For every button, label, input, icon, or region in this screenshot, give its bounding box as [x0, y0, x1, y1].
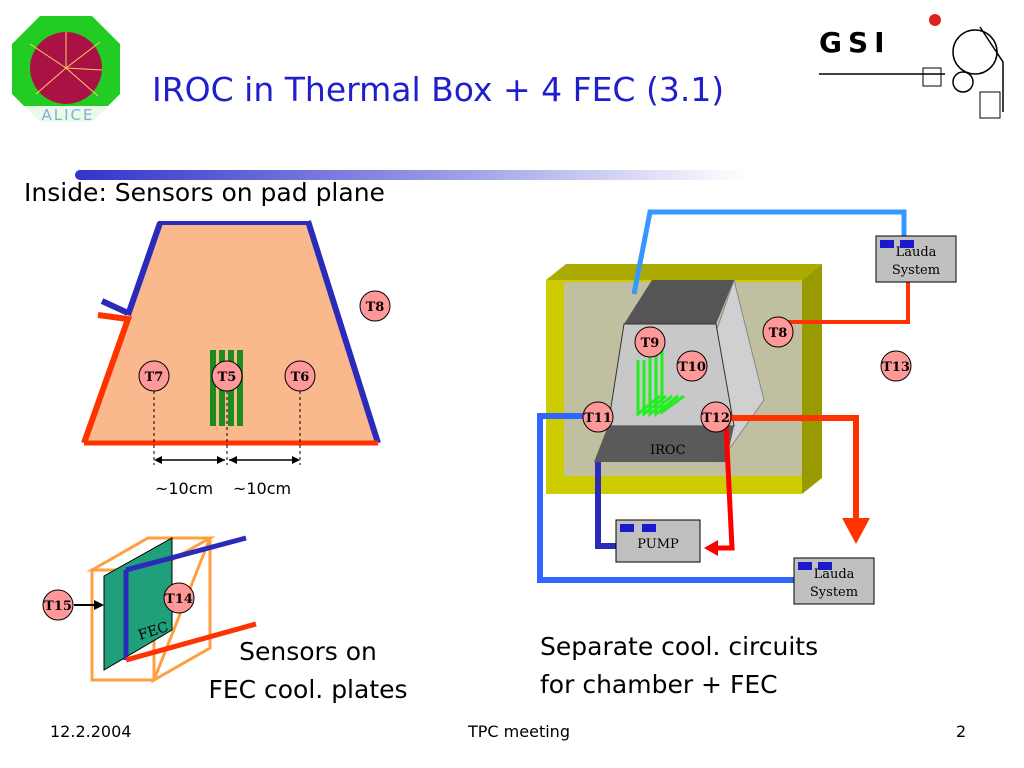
sensor-t12: T12: [700, 401, 732, 433]
fec-caption-line-1: Sensors on: [239, 637, 377, 666]
svg-text:System: System: [892, 263, 940, 278]
fec-pipe-red: [125, 621, 257, 663]
cooling-pipe-blue: [100, 298, 130, 316]
svg-text:System: System: [810, 585, 858, 600]
slide-title: IROC in Thermal Box + 4 FEC (3.1): [152, 70, 725, 109]
svg-text:T14: T14: [165, 592, 193, 607]
dimension-right: ~10cm: [233, 479, 291, 498]
svg-text:T8: T8: [366, 300, 385, 315]
sensor-t15: T15: [42, 589, 74, 621]
sensor-t13: T13: [880, 350, 912, 382]
pad-plane-edge-left: [125, 222, 163, 316]
alice-logo-text: ALICE: [42, 106, 95, 124]
red-pump-line: [716, 425, 735, 551]
pump-box: PUMP: [615, 519, 701, 563]
svg-text:T6: T6: [291, 370, 310, 385]
fec-diagram: FEC T15 T14: [42, 535, 257, 684]
gsi-logo-text: GSI: [819, 26, 891, 59]
sensor-t14: T14: [163, 582, 195, 614]
svg-text:T12: T12: [702, 411, 730, 426]
sensor-t8-box: T8: [762, 316, 794, 348]
chamber-top: [624, 280, 734, 324]
lauda-system-top: Lauda System: [875, 235, 957, 283]
svg-text:T9: T9: [641, 336, 660, 351]
thermal-box-caption-line-2: for chamber + FEC: [540, 670, 778, 699]
alice-logo: ALICE: [12, 16, 120, 124]
red-supply-arrow: [842, 518, 870, 544]
svg-text:T10: T10: [678, 360, 706, 375]
footer-event: TPC meeting: [468, 722, 570, 741]
svg-text:T8: T8: [769, 326, 788, 341]
sensor-t11: T11: [582, 401, 614, 433]
blue-pump-line: [595, 462, 616, 549]
sensor-t10: T10: [676, 350, 708, 382]
svg-text:T15: T15: [44, 599, 72, 614]
box-top-face: [546, 264, 822, 280]
green-cooling-lines: [636, 350, 685, 418]
pump-label: PUMP: [637, 537, 679, 552]
cooling-pipe-red: [81, 312, 133, 445]
red-supply-line: [730, 415, 859, 518]
sensor-t9: T9: [634, 326, 666, 358]
footer-page-number: 2: [956, 722, 967, 741]
fec-caption-line-2: FEC cool. plates: [208, 675, 408, 704]
sensor-t5: T5: [211, 360, 243, 392]
chamber-bottom: [594, 426, 734, 462]
svg-text:T7: T7: [145, 370, 164, 385]
sensor-t7: T7: [138, 360, 170, 392]
sensor-t8-pad: T8: [359, 290, 391, 322]
slide-subtitle: Inside: Sensors on pad plane: [24, 178, 385, 207]
chamber-label: IROC: [650, 443, 686, 458]
thermal-box-caption: Separate cool. circuits for chamber + FE…: [540, 628, 960, 704]
pad-plane-diagram: ~10cm ~10cm T7 T5 T6 T8: [81, 220, 391, 498]
blue-circuit-top: [631, 209, 907, 295]
box-side-face: [802, 264, 822, 494]
pad-plane-edge-right: [305, 220, 381, 444]
lauda-system-bottom: Lauda System: [793, 557, 875, 605]
red-pump-arrow: [704, 540, 718, 556]
fec-caption: Sensors on FEC cool. plates: [178, 633, 438, 709]
fec-board: [103, 537, 173, 671]
svg-text:T13: T13: [882, 360, 910, 375]
gsi-logo: GSI: [819, 14, 1004, 119]
thermal-box-diagram: IROC PUMP Lauda System Lauda System T9: [537, 209, 957, 605]
svg-text:T5: T5: [218, 370, 237, 385]
thermal-box-caption-line-1: Separate cool. circuits: [540, 632, 819, 661]
dimension-left: ~10cm: [155, 479, 213, 498]
sensor-t6: T6: [284, 360, 316, 392]
footer-date: 12.2.2004: [50, 722, 132, 741]
svg-text:T11: T11: [584, 411, 612, 426]
title-underline: [75, 170, 745, 180]
svg-text:Lauda: Lauda: [814, 567, 855, 582]
svg-text:Lauda: Lauda: [896, 245, 937, 260]
